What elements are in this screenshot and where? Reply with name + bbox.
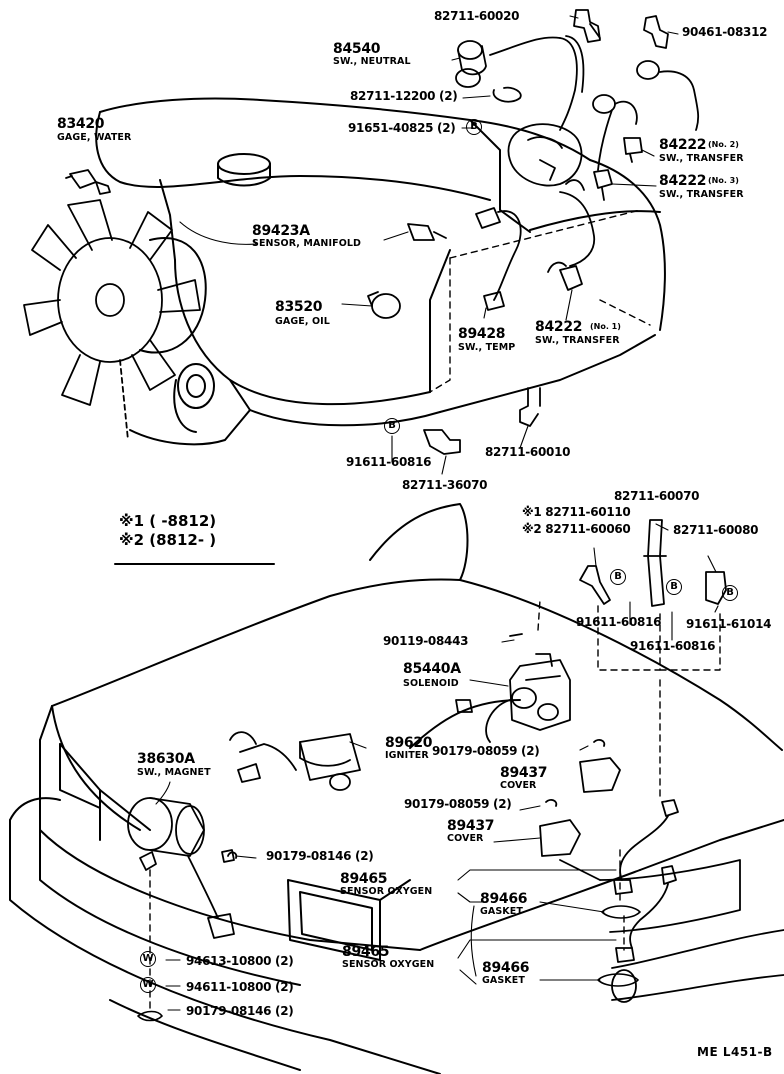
label-sw-temp: SW., TEMP (458, 342, 516, 353)
label-84222-no3: 84222 (659, 173, 707, 189)
label-82711-60060: ※2 82711-60060 (522, 522, 631, 536)
label-90461-08312: 90461-08312 (682, 25, 768, 39)
solenoid-drawing (455, 653, 571, 743)
badge-w-94613: W (140, 951, 156, 967)
engine-block-outline (95, 97, 666, 446)
label-no1: (No. 1) (590, 322, 621, 331)
label-89437-b: 89437 (447, 818, 495, 834)
label-89465-b: 89465 (342, 944, 390, 960)
label-gasket-a: GASKET (480, 906, 523, 917)
label-91651-40825: 91651-40825 (2) (348, 121, 456, 135)
reference-code: ME L451-B (697, 1045, 773, 1059)
label-no2: (No. 2) (708, 140, 739, 149)
label-84222-no1: 84222 (535, 319, 583, 335)
label-38630a: 38630A (137, 751, 195, 767)
label-82711-60020: 82711-60020 (434, 9, 520, 23)
label-82711-60080: 82711-60080 (673, 523, 759, 537)
label-85440a: 85440A (403, 661, 461, 677)
cover-89437-drawing (227, 633, 621, 859)
engine-dash-lines (429, 209, 651, 393)
label-89620: 89620 (385, 735, 433, 751)
magnet-switch-drawing (127, 797, 235, 939)
label-cover-b: COVER (447, 833, 484, 844)
label-94613-10800: 94613-10800 (2) (186, 954, 294, 968)
label-gasket-b: GASKET (482, 975, 525, 986)
bracket-90461-08312-drawing (643, 15, 669, 49)
label-sw-neutral: SW., NEUTRAL (333, 56, 411, 67)
label-sw-magnet: SW., MAGNET (137, 767, 211, 778)
transfer-switch-no1-drawing (547, 191, 596, 291)
manifold-sensor-drawing (407, 223, 447, 241)
label-89466-b: 89466 (482, 960, 530, 976)
bracket-82711-60020-drawing (573, 9, 601, 43)
label-89437-a: 89437 (500, 765, 548, 781)
label-sw-transfer-no1: SW., TRANSFER (535, 335, 620, 346)
label-sensor-oxygen-a: SENSOR OXYGEN (340, 886, 433, 897)
label-90119-08443: 90119-08443 (383, 634, 469, 648)
transfer-switch-no2-drawing (592, 60, 700, 171)
bracket-82711-60080-drawing (705, 571, 727, 605)
label-82711-12200: 82711-12200 (2) (350, 89, 458, 103)
legend-note-1: ※1 ( -8812) (119, 512, 217, 530)
label-82711-60070: 82711-60070 (614, 489, 700, 503)
oil-gage-drawing (367, 291, 401, 319)
label-gage-oil: GAGE, OIL (275, 316, 330, 327)
label-gage-water: GAGE, WATER (57, 132, 132, 143)
label-83520: 83520 (275, 299, 323, 315)
fasteners-bottom-left-drawing (137, 1010, 163, 1022)
legend-note-2: ※2 (8812- ) (119, 531, 217, 549)
badge-b-91651: B (466, 119, 482, 135)
gasket-drawing (597, 905, 641, 987)
label-89423a: 89423A (252, 223, 310, 239)
label-sensor-oxygen-b: SENSOR OXYGEN (342, 959, 435, 970)
label-84222-no2: 84222 (659, 137, 707, 153)
label-94611-10800: 94611-10800 (2) (186, 980, 294, 994)
vehicle-dash-lines (149, 599, 721, 1011)
label-igniter: IGNITER (385, 750, 429, 761)
label-cover-a: COVER (500, 780, 537, 791)
label-91611-60816-b: 91611-60816 (576, 615, 662, 629)
oxygen-sensor-drawing (613, 799, 679, 963)
label-82711-60110: ※1 82711-60110 (522, 505, 631, 519)
label-90179-08059-b: 90179-08059 (2) (404, 797, 512, 811)
label-solenoid: SOLENOID (403, 678, 459, 689)
badge-b-91611-61014: B (722, 585, 738, 601)
label-sensor-manifold: SENSOR, MANIFOLD (252, 238, 362, 249)
label-91611-60816-c: 91611-60816 (630, 639, 716, 653)
label-no3: (No. 3) (708, 176, 739, 185)
label-91611-60816-a: 91611-60816 (346, 455, 432, 469)
badge-b-91611-a: B (384, 418, 400, 434)
water-temp-gage-drawing (65, 169, 111, 195)
temp-switch-drawing (475, 207, 522, 311)
label-90179-08059-a: 90179-08059 (2) (432, 744, 540, 758)
leader-lines-bottom (155, 523, 719, 1011)
label-83420: 83420 (57, 116, 105, 132)
badge-w-94611: W (140, 977, 156, 993)
label-sw-transfer-no2: SW., TRANSFER (659, 153, 744, 164)
igniter-drawing (229, 731, 361, 791)
label-84540: 84540 (333, 41, 381, 57)
label-89428: 89428 (458, 326, 506, 342)
neutral-switch-drawing (455, 35, 585, 187)
bracket-82711-36070-drawing (423, 429, 461, 455)
label-89466-a: 89466 (480, 891, 528, 907)
badge-b-91611-c: B (666, 579, 682, 595)
label-90179-08146-b: 90179-08146 (2) (186, 1004, 294, 1018)
label-89465-a: 89465 (340, 871, 388, 887)
label-91611-61014: 91611-61014 (686, 617, 772, 631)
label-90179-08146-a: 90179-08146 (2) (266, 849, 374, 863)
cooling-fan-drawing (23, 199, 201, 441)
bracket-82711-60110-drawing (579, 565, 611, 605)
badge-b-91611-b: B (610, 569, 626, 585)
leader-lines-top (179, 15, 679, 475)
bracket-82711-60070-drawing (643, 519, 667, 607)
label-82711-60010: 82711-60010 (485, 445, 571, 459)
label-82711-36070: 82711-36070 (402, 478, 488, 492)
label-sw-transfer-no3: SW., TRANSFER (659, 189, 744, 200)
bracket-82711-60010-drawing (519, 387, 541, 427)
